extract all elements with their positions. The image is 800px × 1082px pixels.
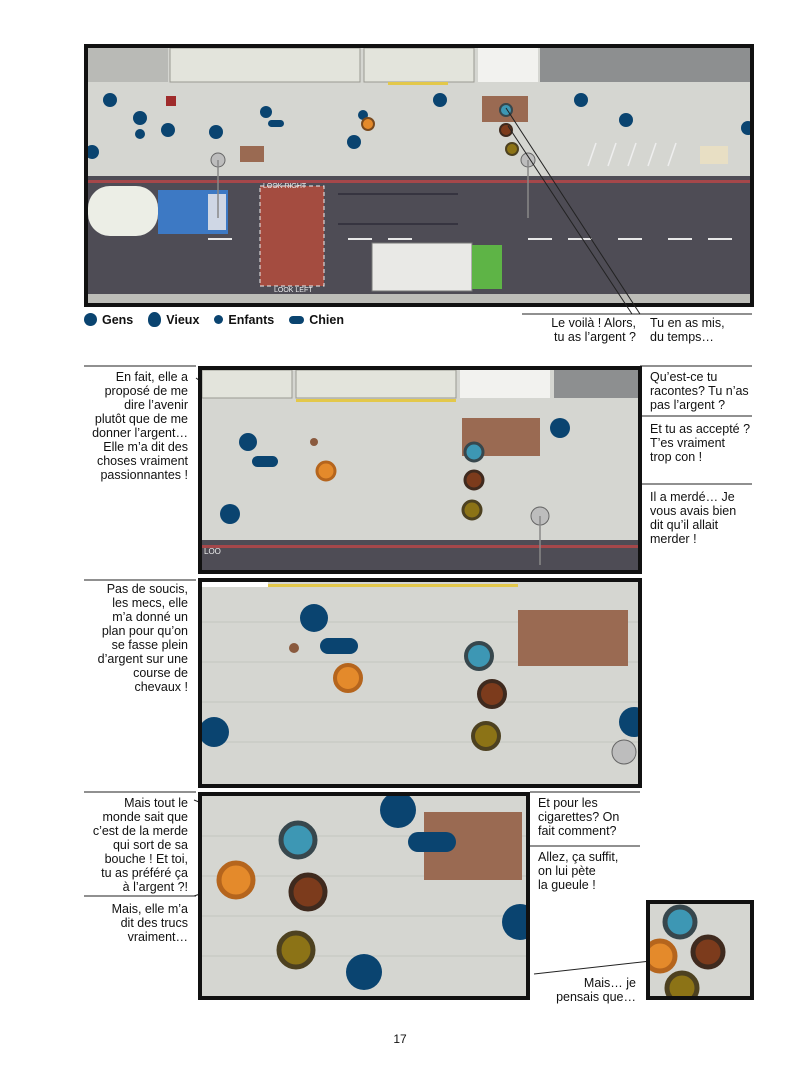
road-marking-look-right: LOOK RIGHT bbox=[263, 183, 307, 190]
legend-elderly: Vieux bbox=[148, 312, 199, 327]
legend-dog: Chien bbox=[289, 313, 344, 327]
caption-panel3-left: Pas de soucis, les mecs, elle m’a donné … bbox=[97, 582, 188, 694]
legend-people: Gens bbox=[84, 313, 133, 327]
legend-children-label: Enfants bbox=[228, 312, 275, 327]
page-number: 17 bbox=[393, 1032, 407, 1046]
road-marking-look-left: LOOK LEFT bbox=[274, 287, 313, 294]
legend-people-label: Gens bbox=[102, 312, 134, 327]
caption-panel4-left-2: Mais, elle m’a dit des trucs vraiment… bbox=[111, 902, 188, 944]
road-marking-loo: LOO bbox=[204, 547, 221, 556]
caption-panel2-right-3: Il a merdé… Je vous avais bien dit qu’il… bbox=[650, 490, 737, 546]
caption-panel2-right-2: Et tu as accepté ? T’es vraiment trop co… bbox=[650, 422, 751, 464]
panel-1-street-overview: LOOK RIGHT LOOK LEFT bbox=[84, 44, 754, 307]
panel-4-group-closeup bbox=[198, 792, 530, 1000]
caption-panel4-right-2: Allez, ça suffit, on lui pète la gueule … bbox=[538, 850, 619, 892]
people-marker-icon bbox=[84, 313, 97, 326]
sidewalk-drawing-2: LOO bbox=[202, 370, 638, 570]
caption-panel4-right-1: Et pour les cigarettes? On fait comment? bbox=[538, 796, 620, 838]
sidewalk-drawing-4 bbox=[202, 796, 526, 996]
caption-panel4-left-1: Mais tout le monde sait que c’est de la … bbox=[92, 796, 188, 894]
caption-panel2-right-1: Qu’est-ce tu racontes? Tu n’as pas l’arg… bbox=[650, 370, 749, 412]
sidewalk-drawing-3 bbox=[202, 582, 638, 784]
panel-5-small-closeup bbox=[646, 900, 754, 1000]
child-marker-icon bbox=[214, 315, 224, 324]
caption-panel5-left: Mais… je pensais que… bbox=[556, 976, 636, 1004]
sidewalk-drawing-5 bbox=[650, 904, 750, 996]
caption-panel1-left: Le voilà ! Alors, tu as l’argent ? bbox=[551, 316, 636, 344]
caption-panel1-right: Tu en as mis, du temps… bbox=[650, 316, 725, 344]
legend-children: Enfants bbox=[214, 313, 274, 327]
street-overview-drawing: LOOK RIGHT LOOK LEFT bbox=[88, 48, 750, 303]
legend: Gens Vieux Enfants Chien bbox=[84, 312, 352, 327]
caption-panel2-left: En fait, elle a proposé de me dire l’ave… bbox=[92, 370, 188, 482]
legend-dog-label: Chien bbox=[309, 312, 344, 327]
panel-2-sidewalk: LOO bbox=[198, 366, 642, 574]
legend-elderly-label: Vieux bbox=[166, 312, 200, 327]
elderly-marker-icon bbox=[148, 312, 162, 327]
dog-marker-icon bbox=[289, 315, 305, 324]
panel-3-sidewalk-closeup bbox=[198, 578, 642, 788]
